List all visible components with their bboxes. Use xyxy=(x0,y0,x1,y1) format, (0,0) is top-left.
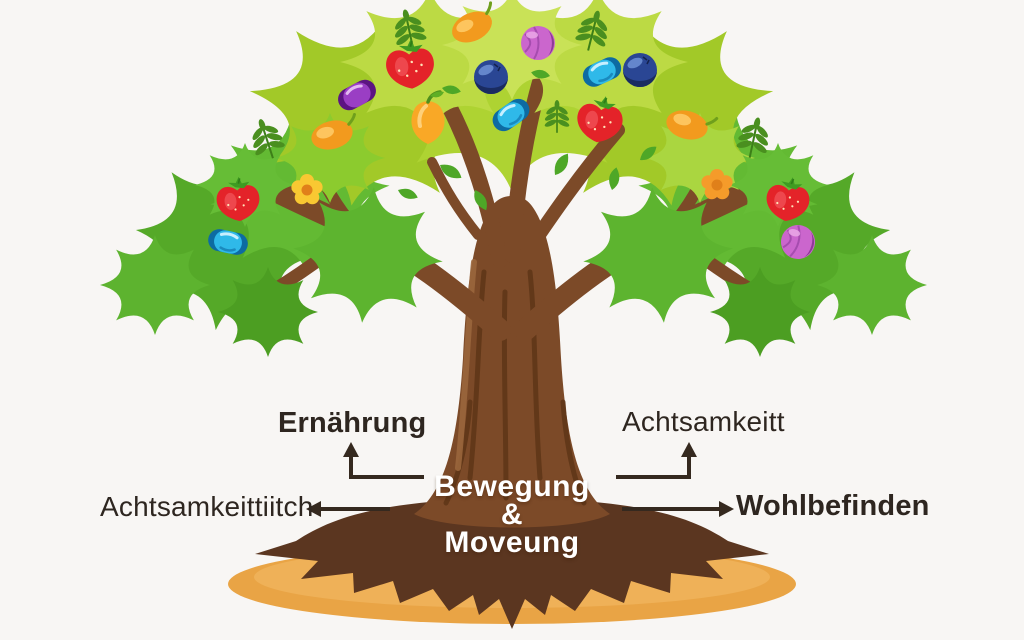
arrow-achtsamkeit-top xyxy=(616,452,691,479)
label-achtsamkeit-left: Achtsamkeittiitch xyxy=(100,491,314,522)
label-center-trunk: Bewegung & Moveung xyxy=(362,470,662,559)
arrow-ernaehrung xyxy=(349,452,424,479)
arrowhead-achtsamkeit-left xyxy=(306,501,321,517)
label-ernaehrung: Ernährung xyxy=(278,407,427,439)
trunk-label-line3: Moveung xyxy=(444,526,580,559)
trunk-label-line1: Bewegung xyxy=(434,470,590,503)
arrowhead-achtsamkeit-top xyxy=(681,442,697,457)
diagram-arrows xyxy=(306,442,734,517)
tree-trunk xyxy=(414,196,610,528)
arrowhead-wohlbefinden xyxy=(719,501,734,517)
blueberry-icon xyxy=(473,59,509,95)
arrowhead-ernaehrung xyxy=(343,442,359,457)
plum-icon xyxy=(520,25,556,61)
trunk-label-line2: & xyxy=(500,498,524,531)
root-system xyxy=(255,498,769,629)
label-achtsamkeit-top: Achtsamkeitt xyxy=(622,406,785,437)
label-wohlbefinden: Wohlbefinden xyxy=(736,490,930,522)
blueberry-icon xyxy=(622,52,658,88)
